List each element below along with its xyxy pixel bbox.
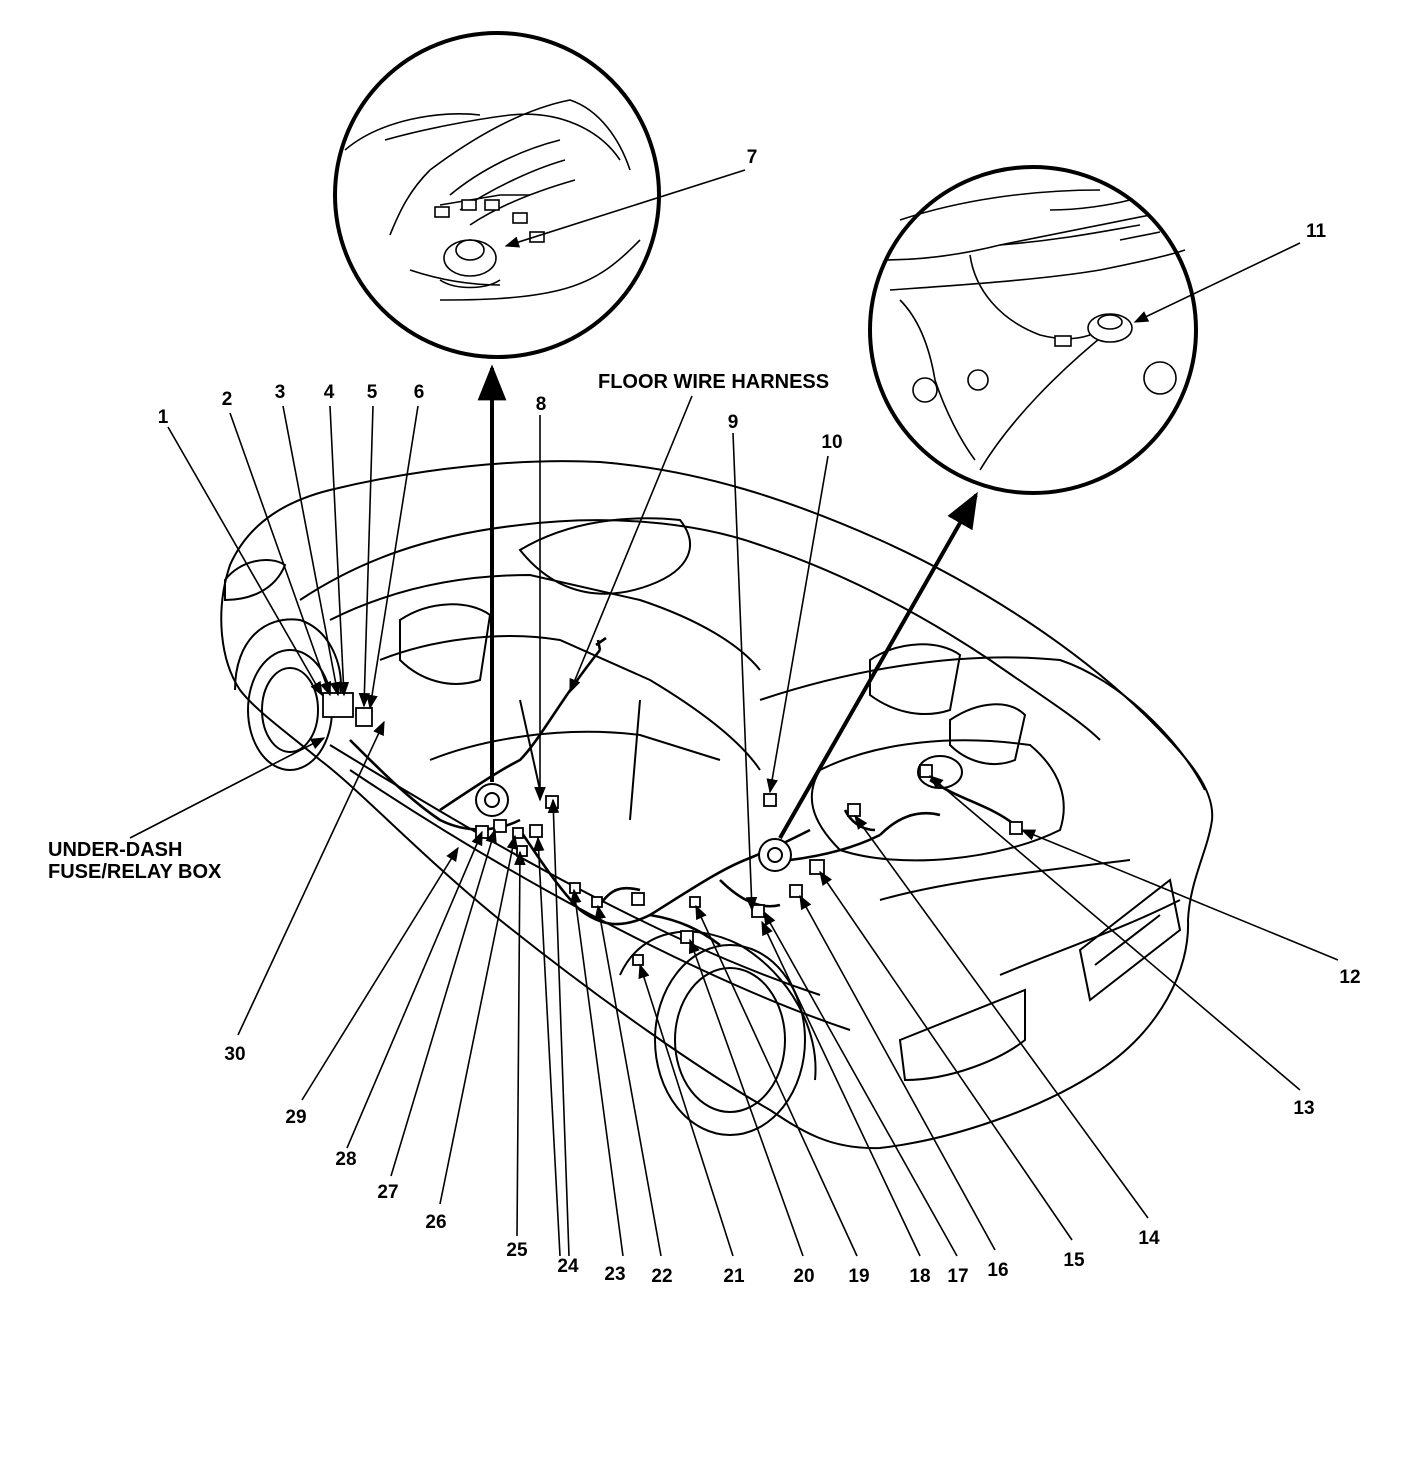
callout-30: 30 (224, 1044, 245, 1065)
callout-20: 20 (793, 1266, 814, 1287)
callout-17: 17 (947, 1266, 968, 1287)
callout-27: 27 (377, 1182, 398, 1203)
car-body-outline-icon (220, 460, 1214, 1150)
callout-6: 6 (414, 382, 425, 403)
callout-9: 9 (728, 412, 739, 433)
callout-8: 8 (536, 394, 547, 415)
callout-24: 24 (557, 1256, 579, 1277)
floor-wire-harness-label: FLOOR WIRE HARNESS (598, 371, 829, 393)
arrow-pointer-icon (477, 364, 978, 839)
callout-13: 13 (1293, 1098, 1314, 1119)
under-dash-label-line1: UNDER-DASH (48, 839, 182, 861)
text-labels: FLOOR WIRE HARNESS UNDER-DASH FUSE/RELAY… (48, 147, 1361, 1287)
callout-22: 22 (651, 1266, 672, 1287)
under-dash-label-line2: FUSE/RELAY BOX (48, 861, 222, 883)
callout-11: 11 (1306, 221, 1327, 242)
callout-23: 23 (604, 1264, 625, 1285)
leader-lines (129, 169, 1339, 1257)
callout-5: 5 (367, 382, 378, 403)
connector-icon (322, 692, 1023, 966)
callout-26: 26 (425, 1212, 446, 1233)
callout-14: 14 (1138, 1228, 1160, 1249)
callout-2: 2 (222, 389, 233, 410)
callout-3: 3 (275, 382, 286, 403)
callout-25: 25 (506, 1240, 528, 1261)
callout-12: 12 (1339, 967, 1360, 988)
detail-circle-left (333, 31, 661, 359)
callout-15: 15 (1063, 1250, 1085, 1271)
callout-21: 21 (723, 1266, 745, 1287)
callout-16: 16 (987, 1260, 1008, 1281)
callout-10: 10 (821, 432, 842, 453)
callout-19: 19 (848, 1266, 869, 1287)
callout-4: 4 (324, 382, 335, 403)
callout-7: 7 (747, 147, 758, 168)
callout-18: 18 (909, 1266, 930, 1287)
ground-terminal-icon (475, 783, 792, 872)
callout-1: 1 (158, 407, 169, 428)
detail-circle-right (868, 165, 1198, 495)
callout-29: 29 (285, 1107, 306, 1128)
callout-28: 28 (335, 1149, 356, 1170)
